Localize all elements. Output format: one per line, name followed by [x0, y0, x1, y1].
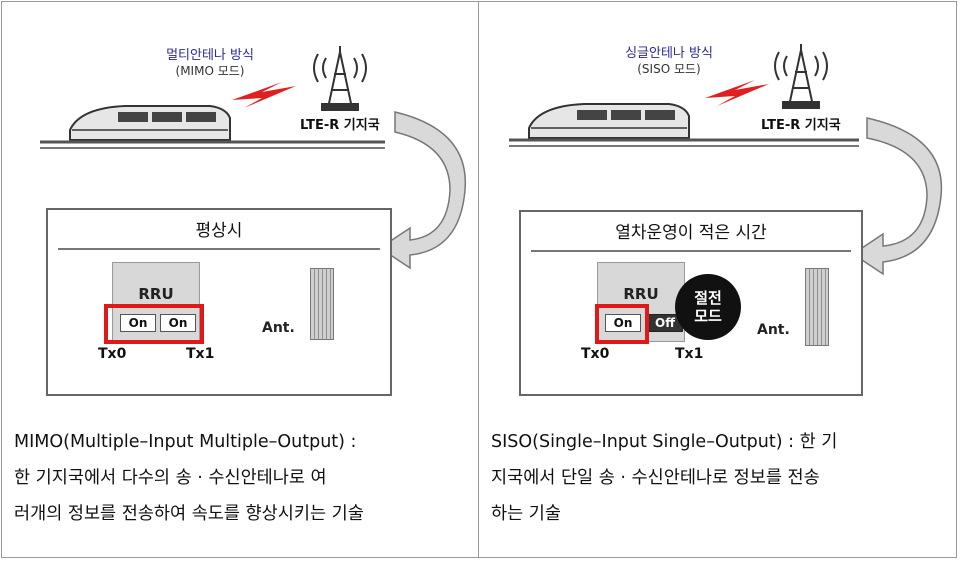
port-tx0: On [120, 314, 156, 332]
rru-label: RRU [623, 285, 659, 303]
mimo-panel: 멀티안테나 방식 (MIMO 모드) LTE-R 기지국 평상시 RRU On … [0, 0, 478, 561]
desc-line: MIMO(Multiple–Input Multiple–Output) : [14, 432, 357, 452]
tx1-label: Tx1 [675, 346, 704, 362]
highlight-box [104, 304, 204, 344]
tower-icon [313, 46, 367, 111]
curved-arrow-icon [378, 111, 467, 270]
desc-line: SISO(Single–Input Single–Output) : 한 기 [491, 432, 838, 452]
mode-subtitle: (MIMO 모드) [175, 64, 245, 78]
desc-line: 러개의 정보를 전송하여 속도를 향상시키는 기술 [14, 504, 364, 524]
port-tx1-off: Off [647, 314, 683, 332]
badge-line: 절전 [694, 289, 722, 307]
tx0-label: Tx0 [98, 346, 127, 362]
diagram-box: 평상시 [46, 208, 392, 396]
mode-subtitle: (SISO 모드) [637, 62, 701, 76]
lightning-icon [705, 80, 769, 106]
track [40, 140, 385, 149]
rru-label: RRU [138, 285, 174, 303]
siso-scene-graphic [509, 44, 943, 371]
siso-panel: 싱글안테나 방식 (SISO 모드) LTE-R 기지국 열차운영이 적은 시간… [479, 0, 957, 561]
lightning-icon [232, 82, 296, 108]
tx0-label: Tx0 [581, 346, 610, 362]
siso-description: SISO(Single–Input Single–Output) : 한 기 지… [491, 424, 941, 532]
track [509, 138, 859, 147]
desc-line: 하는 기술 [491, 504, 561, 524]
antenna-icon [805, 268, 829, 346]
mode-title: 멀티안테나 방식 [166, 48, 254, 63]
column-divider [478, 1, 479, 558]
title-underline [58, 248, 380, 250]
train-icon [528, 103, 690, 139]
curved-arrow-icon [851, 117, 943, 276]
title-underline [531, 250, 851, 252]
antenna-icon [310, 268, 334, 340]
badge-line: 모드 [694, 307, 722, 325]
tx1-label: Tx1 [186, 346, 215, 362]
desc-line: 한 기지국에서 다수의 송 · 수신안테나로 여 [14, 468, 327, 488]
station-label: LTE-R 기지국 [761, 118, 841, 133]
mimo-description: MIMO(Multiple–Input Multiple–Output) : 한… [14, 424, 464, 532]
rru-unit: RRU [112, 262, 200, 342]
antenna-label: Ant. [757, 322, 790, 338]
tower-icon [774, 44, 828, 109]
mode-title: 싱글안테나 방식 [625, 46, 713, 61]
port-tx0: On [605, 314, 641, 332]
highlight-box [595, 304, 649, 344]
station-label: LTE-R 기지국 [300, 118, 380, 133]
diagram-title: 평상시 [195, 221, 243, 241]
port-tx1: On [160, 314, 196, 332]
power-save-badge: 절전 모드 [675, 274, 741, 340]
desc-line: 지국에서 단일 송 · 수신안테나로 정보를 전송 [491, 468, 820, 488]
antenna-label: Ant. [262, 320, 295, 336]
train-icon [69, 105, 231, 141]
diagram-title: 열차운영이 적은 시간 [615, 223, 767, 243]
